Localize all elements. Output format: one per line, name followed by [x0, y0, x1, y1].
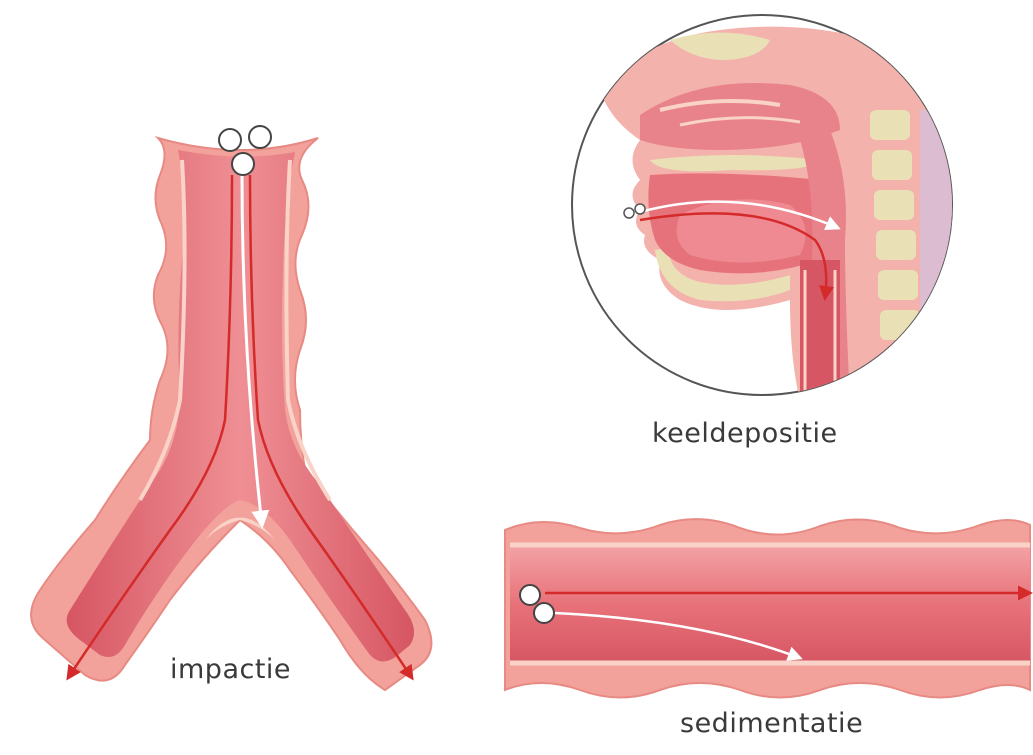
keel-particle-2	[635, 204, 645, 214]
keel-particle-1	[624, 208, 634, 218]
impactie-particle-3	[232, 153, 254, 175]
label-impactie: impactie	[170, 654, 291, 685]
impactie-particle-1	[219, 129, 241, 151]
sed-particle-2	[534, 603, 554, 623]
impactie-particle-2	[249, 126, 271, 148]
tongue	[677, 199, 806, 262]
label-keeldepositie: keeldepositie	[652, 418, 838, 449]
sedimentatie-airway	[505, 519, 1030, 697]
keeldepositie-circle	[572, 15, 960, 400]
sed-lumen	[510, 545, 1030, 663]
label-sedimentatie: sedimentatie	[680, 708, 863, 739]
sed-particle-1	[520, 585, 540, 605]
impactie-lumen	[67, 150, 414, 662]
impactie-airway	[31, 126, 431, 690]
